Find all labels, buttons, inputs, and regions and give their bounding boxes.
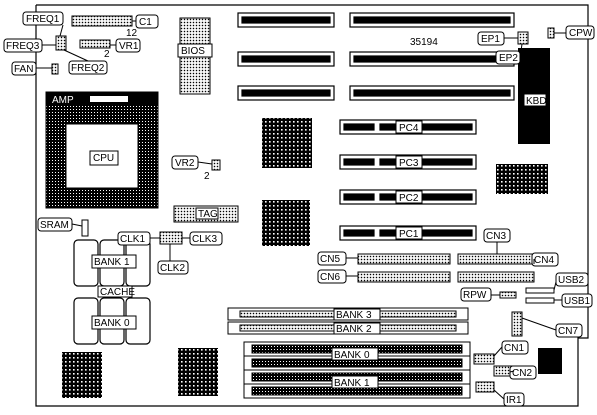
vr2-pin-label: 2	[204, 171, 210, 182]
cn7-header	[511, 311, 523, 337]
cpw-jumper	[547, 27, 555, 39]
c1-label: C1	[139, 17, 152, 28]
sram-label: SRAM	[40, 220, 69, 231]
ir1-label: IR1	[506, 395, 522, 406]
vr2-jumper	[211, 159, 221, 171]
pci-slots	[339, 119, 477, 241]
usb1-label: USB1	[564, 296, 591, 307]
sram-chip	[81, 219, 89, 237]
clk3-label: CLK3	[192, 234, 217, 245]
cn7-label: CN7	[558, 326, 578, 337]
ep1-label: EP1	[481, 34, 500, 45]
io-chip	[496, 164, 548, 194]
chipset-chip-2	[262, 200, 310, 246]
simm-bank2-label: BANK 2	[336, 324, 372, 335]
board-id-label: 35194	[410, 37, 438, 48]
bios-label: BIOS	[181, 46, 205, 57]
ir1-header	[475, 381, 495, 393]
isa-slots	[237, 12, 515, 101]
ep-jumper	[517, 31, 529, 45]
cache-bank-1	[73, 239, 151, 287]
chip-bottom-mid	[178, 348, 218, 396]
chip-bottom-left	[62, 352, 102, 398]
board-outline	[35, 4, 589, 407]
cn6-label: CN6	[320, 272, 340, 283]
cn1-label: CN1	[504, 343, 524, 354]
fan-header	[51, 63, 59, 75]
freq3-label: FREQ3	[6, 41, 40, 52]
usb2-label: USB2	[558, 275, 585, 286]
rear-io-port	[538, 348, 562, 374]
ep2-label: EP2	[499, 53, 518, 64]
cn1-header	[473, 353, 495, 365]
cn2-label: CN2	[512, 368, 532, 379]
freq1-label: FREQ1	[26, 14, 60, 25]
vr1-label: VR1	[119, 41, 139, 52]
cn3-label: CN3	[486, 231, 506, 242]
cache-bank1-label: BANK 1	[94, 257, 130, 268]
dimm-bank1-label: BANK 1	[334, 378, 370, 389]
c1-header	[71, 15, 133, 27]
cn5-label: CN5	[320, 254, 340, 265]
clk2-label: CLK2	[160, 263, 185, 274]
chipset-chip-1	[262, 118, 312, 168]
kbd-label: KBD	[526, 96, 547, 107]
clk-jumpers	[159, 231, 183, 245]
leader-lines	[36, 20, 566, 400]
vr2-label: VR2	[175, 158, 195, 169]
cache-label: CACHE	[100, 287, 135, 298]
pc4-label: PC4	[399, 123, 419, 134]
ide-connectors	[357, 253, 535, 283]
usb2-header	[525, 287, 555, 294]
freq-jumpers	[55, 35, 67, 51]
rpw-label: RPW	[463, 290, 487, 301]
cpw-label: CPW	[569, 28, 593, 39]
rpw-header	[499, 291, 517, 299]
pc2-label: PC2	[399, 193, 419, 204]
usb1-header	[525, 297, 555, 304]
cache-bank0-label: BANK 0	[94, 318, 130, 329]
vr1-pin-label: 2	[104, 49, 110, 60]
dimm-bank0-label: BANK 0	[334, 350, 370, 361]
amp-label: AMP	[52, 95, 74, 106]
freq2-label: FREQ2	[71, 63, 105, 74]
clk1-label: CLK1	[120, 234, 145, 245]
cache-bank-0	[73, 297, 151, 345]
cn4-label: CN4	[534, 255, 554, 266]
tag-label: TAG	[198, 209, 218, 220]
simm-bank3-label: BANK 3	[336, 310, 372, 321]
c1-pin-label: 12	[126, 28, 138, 39]
cpu-label: CPU	[93, 153, 114, 164]
vr1-header	[79, 39, 111, 49]
pc3-label: PC3	[399, 158, 419, 169]
fan-label: FAN	[14, 64, 33, 75]
pc1-label: PC1	[399, 229, 419, 240]
